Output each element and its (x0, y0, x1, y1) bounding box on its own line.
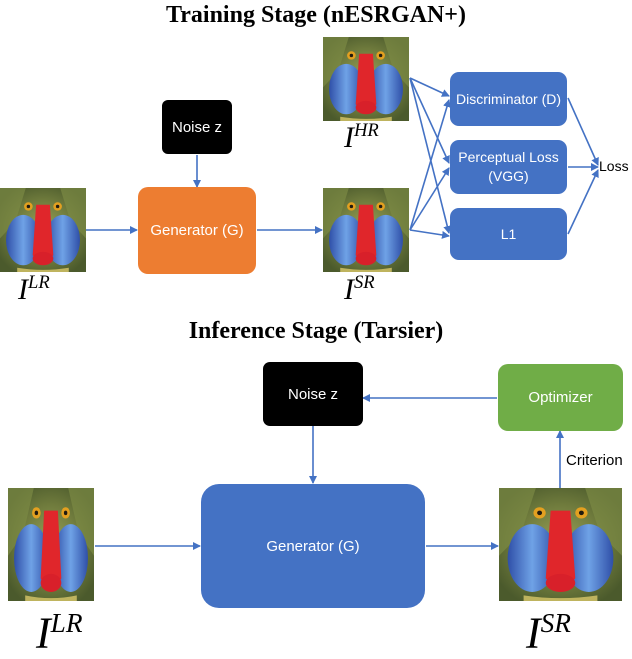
hr-label: IHR (344, 120, 379, 154)
l1-box: L1 (450, 208, 567, 260)
loss-label: Loss (599, 158, 629, 174)
lr-image-training (0, 188, 86, 272)
sr-label-training: ISR (344, 272, 375, 306)
inference-stage-title: Inference Stage (Tarsier) (188, 318, 444, 344)
arrow-sr-to-disc (409, 99, 451, 231)
arrow-hr-to-disc (409, 77, 450, 97)
arrow-hr-to-perceptual (409, 77, 450, 164)
perceptual-loss-box: Perceptual Loss (VGG) (450, 140, 567, 194)
sr-label-inference: ISR (526, 608, 571, 658)
training-stage-title: Training Stage (nESRGAN+) (166, 2, 466, 28)
arrow-disc-to-loss (567, 97, 599, 166)
sr-image-inference (499, 488, 622, 601)
sr-image-training (323, 188, 409, 272)
lr-label-training: ILR (18, 272, 50, 306)
hr-image (323, 37, 409, 121)
arrow-l1-to-loss (567, 169, 599, 235)
arrow-sr-to-l1 (409, 229, 450, 239)
lr-image-inference (8, 488, 94, 601)
criterion-label: Criterion (566, 452, 623, 469)
generator-box-training: Generator (G) (138, 187, 256, 274)
arrow-sr-to-perceptual (409, 167, 450, 231)
optimizer-box: Optimizer (498, 364, 623, 431)
noise-box-inference: Noise z (263, 362, 363, 426)
lr-label-inference: ILR (36, 608, 83, 658)
noise-box-training: Noise z (162, 100, 232, 154)
generator-box-inference: Generator (G) (201, 484, 425, 608)
arrow-hr-to-l1 (409, 77, 452, 234)
discriminator-box: Discriminator (D) (450, 72, 567, 126)
